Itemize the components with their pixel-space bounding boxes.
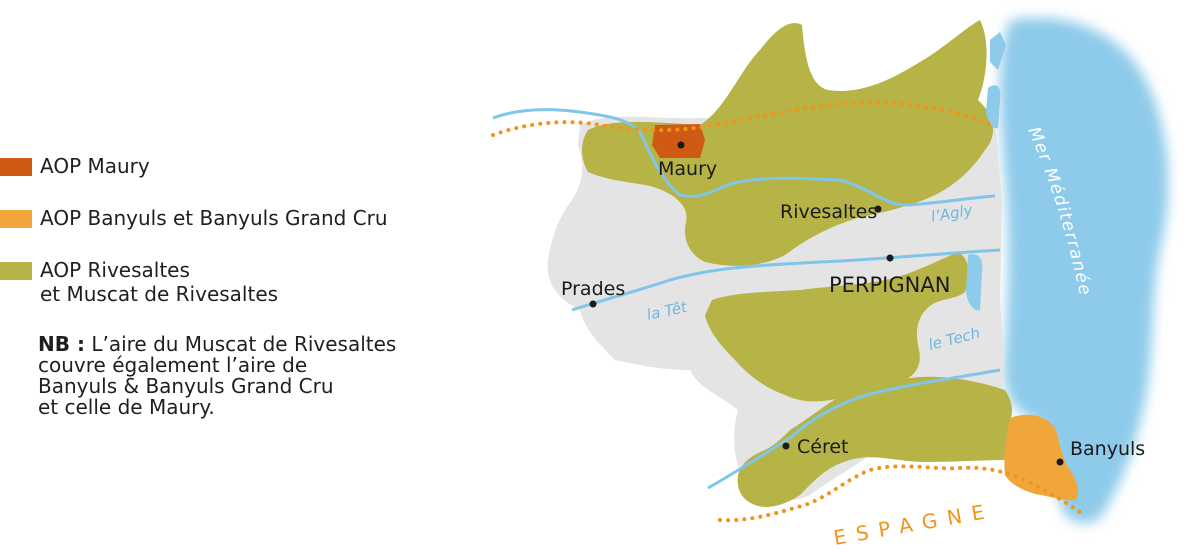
- town-label-perpignan: PERPIGNAN: [829, 273, 950, 297]
- legend-note: NB : L’aire du Muscat de Rivesaltes couv…: [38, 334, 418, 418]
- sea: [1000, 17, 1169, 524]
- border-spain: [718, 464, 1082, 523]
- note-line-3: Banyuls & Banyuls Grand Cru: [38, 374, 334, 398]
- note-line-4: et celle de Maury.: [38, 395, 215, 419]
- town-label-prades: Prades: [561, 278, 625, 300]
- legend-label-rivesaltes: AOP Rivesaltes et Muscat de Rivesaltes: [40, 258, 279, 306]
- town-label-banyuls: Banyuls: [1070, 438, 1145, 460]
- area-maury: [652, 124, 705, 158]
- legend-swatch-maury: [0, 158, 32, 176]
- legend-item-maury: AOP Maury: [0, 154, 150, 178]
- note-prefix: NB :: [38, 332, 85, 356]
- legend-label-maury: AOP Maury: [40, 154, 150, 178]
- river-tech: [707, 368, 1001, 490]
- town-dot-rivesaltes: [874, 205, 882, 213]
- town-dot-ceret: [782, 442, 790, 450]
- river-tet: [571, 248, 1001, 312]
- lagoon-south: [966, 254, 983, 311]
- town-label-ceret: Céret: [797, 436, 849, 458]
- town-dot-prades: [589, 300, 597, 308]
- legend-item-rivesaltes: AOP Rivesaltes et Muscat de Rivesaltes: [0, 258, 278, 306]
- port-north: [990, 32, 1006, 70]
- lagoon-north: [986, 85, 1001, 129]
- legend-swatch-rivesaltes: [0, 262, 32, 280]
- town-label-rivesaltes: Rivesaltes: [780, 201, 877, 223]
- town-dot-perpignan: [886, 254, 894, 262]
- note-line-2: couvre également l’aire de: [38, 353, 308, 377]
- note-line-1: L’aire du Muscat de Rivesaltes: [91, 332, 397, 356]
- area-rivesaltes-south: [737, 376, 1013, 507]
- country-label-spain: ESPAGNE: [832, 498, 996, 550]
- legend-item-banyuls: AOP Banyuls et Banyuls Grand Cru: [0, 206, 388, 230]
- town-dot-banyuls: [1056, 458, 1064, 466]
- area-rivesaltes-middle: [705, 252, 970, 402]
- town-label-maury: Maury: [658, 158, 717, 180]
- river-agly: [492, 108, 996, 207]
- legend-label-banyuls: AOP Banyuls et Banyuls Grand Cru: [40, 206, 388, 230]
- legend-swatch-banyuls: [0, 210, 32, 228]
- town-markers: [589, 141, 1064, 466]
- area-rivesaltes-north: [582, 20, 994, 266]
- border-north: [491, 100, 996, 137]
- town-dot-maury: [677, 141, 685, 149]
